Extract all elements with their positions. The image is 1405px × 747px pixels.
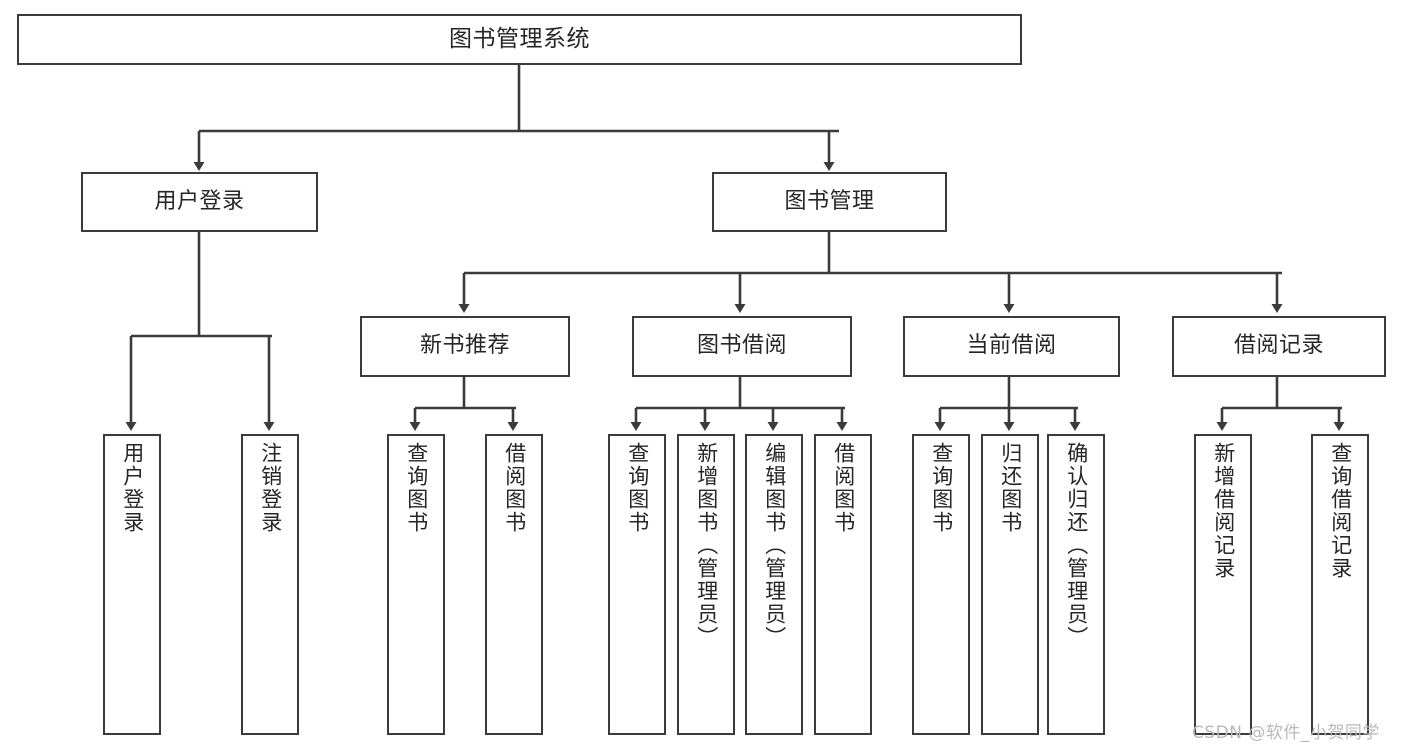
leaf-current-borrow-confirm-return[interactable]: 确认归还（管理员） bbox=[1047, 434, 1105, 735]
leaf-label: 归还图书 bbox=[998, 442, 1023, 534]
node-root-system[interactable]: 图书管理系统 bbox=[17, 14, 1022, 65]
leaf-label: 新增图书（管理员） bbox=[694, 442, 719, 649]
leaf-label: 注销登录 bbox=[258, 442, 283, 534]
leaf-book-borrow-query-book[interactable]: 查询图书 bbox=[608, 434, 666, 735]
leaf-new-book-borrow-book[interactable]: 借阅图书 bbox=[485, 434, 543, 735]
node-user-login-label: 用户登录 bbox=[154, 188, 245, 214]
leaf-label: 借阅图书 bbox=[502, 442, 527, 534]
node-current-borrow[interactable]: 当前借阅 bbox=[903, 316, 1120, 377]
leaf-label: 查询图书 bbox=[625, 442, 650, 534]
leaf-label: 查询图书 bbox=[404, 442, 429, 534]
leaf-label: 确认归还（管理员） bbox=[1064, 442, 1089, 649]
leaf-current-borrow-query-book[interactable]: 查询图书 bbox=[912, 434, 970, 735]
leaf-label: 用户登录 bbox=[120, 442, 145, 534]
node-new-book-recommend-label: 新书推荐 bbox=[419, 333, 510, 359]
node-current-borrow-label: 当前借阅 bbox=[966, 333, 1057, 359]
node-borrow-record-label: 借阅记录 bbox=[1233, 333, 1324, 359]
node-book-borrow-label: 图书借阅 bbox=[696, 333, 787, 359]
leaf-borrow-record-add-record[interactable]: 新增借阅记录 bbox=[1194, 434, 1252, 735]
leaf-book-borrow-add-book[interactable]: 新增图书（管理员） bbox=[677, 434, 735, 735]
node-new-book-recommend[interactable]: 新书推荐 bbox=[360, 316, 570, 377]
node-book-management[interactable]: 图书管理 bbox=[712, 172, 947, 232]
leaf-label: 编辑图书（管理员） bbox=[762, 442, 787, 649]
leaf-label: 借阅图书 bbox=[831, 442, 856, 534]
leaf-borrow-record-query-record[interactable]: 查询借阅记录 bbox=[1311, 434, 1369, 735]
leaf-label: 新增借阅记录 bbox=[1211, 442, 1236, 580]
csdn-watermark: CSDN @软件_小贺同学 bbox=[1192, 723, 1380, 743]
leaf-new-book-query-book[interactable]: 查询图书 bbox=[387, 434, 445, 735]
node-root-label: 图书管理系统 bbox=[449, 25, 590, 52]
leaf-label: 查询图书 bbox=[929, 442, 954, 534]
leaf-book-borrow-borrow-book[interactable]: 借阅图书 bbox=[814, 434, 872, 735]
node-user-login[interactable]: 用户登录 bbox=[81, 172, 318, 232]
leaf-book-borrow-edit-book[interactable]: 编辑图书（管理员） bbox=[745, 434, 803, 735]
node-borrow-record[interactable]: 借阅记录 bbox=[1172, 316, 1386, 377]
leaf-label: 查询借阅记录 bbox=[1328, 442, 1353, 580]
leaf-user-login-logout[interactable]: 注销登录 bbox=[241, 434, 299, 735]
node-book-management-label: 图书管理 bbox=[784, 188, 875, 214]
node-book-borrow[interactable]: 图书借阅 bbox=[632, 316, 852, 377]
leaf-current-borrow-return-book[interactable]: 归还图书 bbox=[981, 434, 1039, 735]
leaf-user-login-login[interactable]: 用户登录 bbox=[103, 434, 161, 735]
